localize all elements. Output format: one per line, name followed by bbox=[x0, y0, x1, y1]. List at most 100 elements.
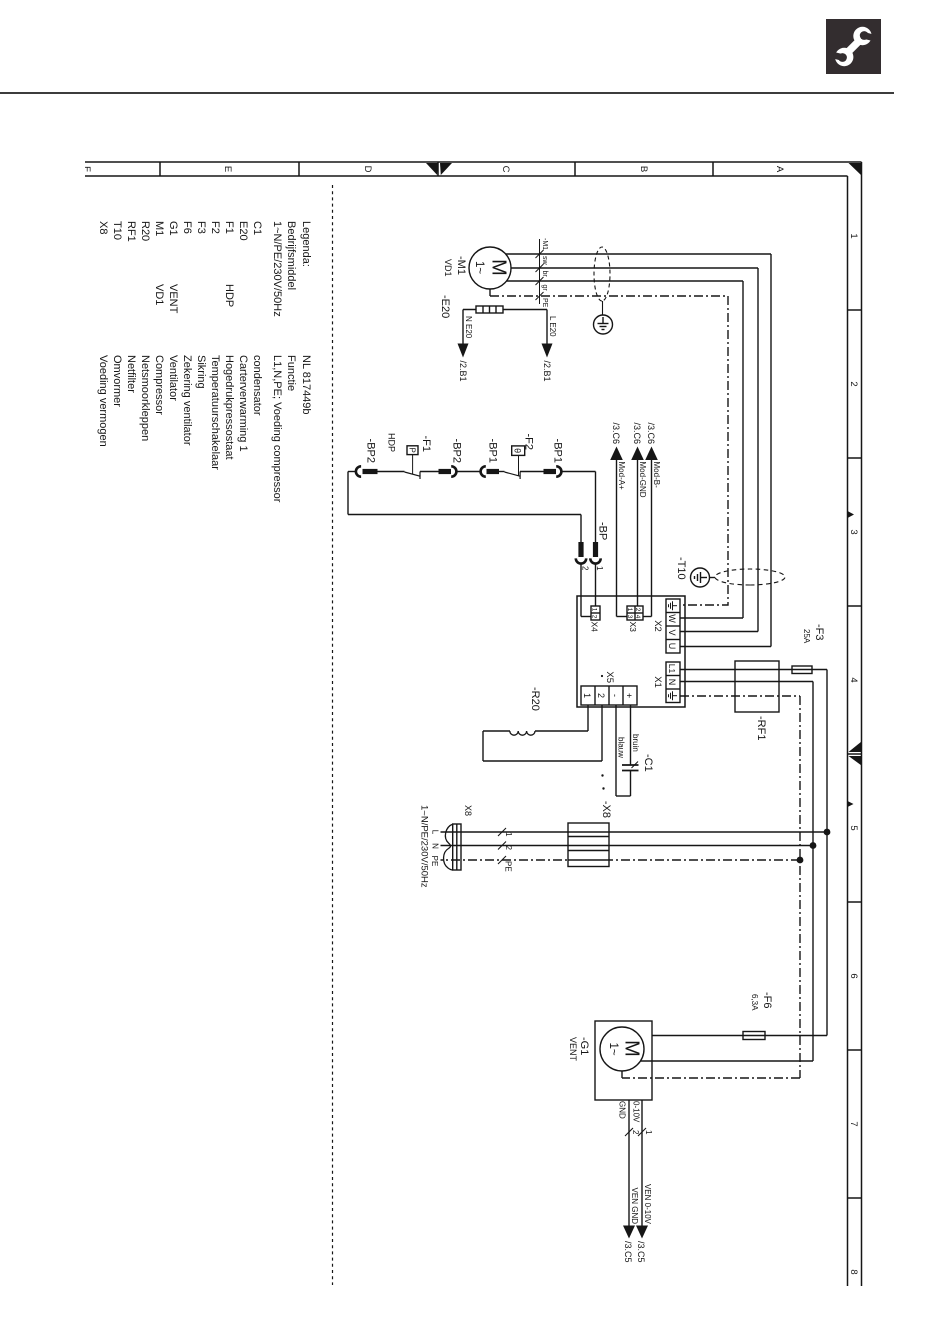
svg-text:N: N bbox=[431, 843, 440, 849]
svg-text:P: P bbox=[408, 448, 417, 453]
svg-text:0-10V: 0-10V bbox=[632, 1101, 641, 1123]
svg-text:PE: PE bbox=[430, 856, 439, 867]
svg-text:F1: F1 bbox=[223, 221, 235, 234]
svg-text:2: 2 bbox=[596, 693, 606, 698]
svg-text:B: B bbox=[638, 166, 649, 172]
svg-text:T10: T10 bbox=[111, 221, 123, 240]
svg-text:-F2: -F2 bbox=[523, 434, 535, 451]
svg-text:-RF1: -RF1 bbox=[755, 716, 767, 740]
svg-text:2: 2 bbox=[590, 615, 597, 619]
svg-text:2: 2 bbox=[631, 1130, 640, 1135]
svg-text:GND: GND bbox=[618, 1101, 627, 1119]
svg-text:L1,N,PE; Voeding compressor: L1,N,PE; Voeding compressor bbox=[271, 355, 283, 503]
svg-text:1: 1 bbox=[848, 233, 859, 238]
svg-text:sw: sw bbox=[541, 256, 548, 266]
svg-text:VD1: VD1 bbox=[443, 259, 453, 277]
svg-text:4: 4 bbox=[848, 677, 859, 682]
svg-text:HDP: HDP bbox=[387, 433, 397, 452]
svg-text:D: D bbox=[362, 166, 373, 173]
svg-text:F3: F3 bbox=[195, 221, 207, 234]
svg-text:M1: M1 bbox=[153, 221, 165, 236]
svg-text:M: M bbox=[621, 1040, 643, 1057]
svg-text:X5: X5 bbox=[604, 671, 615, 683]
svg-text:HDP: HDP bbox=[223, 284, 235, 307]
svg-text:/3.C6: /3.C6 bbox=[646, 422, 656, 444]
svg-text:Ventilator: Ventilator bbox=[167, 355, 179, 401]
svg-text:VENT: VENT bbox=[167, 284, 179, 314]
svg-text:+: + bbox=[624, 693, 634, 698]
svg-text:-X8: -X8 bbox=[600, 801, 612, 818]
svg-text:Carterverwarming 1: Carterverwarming 1 bbox=[237, 355, 249, 452]
svg-text:Temperatuurschakelaar: Temperatuurschakelaar bbox=[209, 355, 221, 470]
svg-text:5: 5 bbox=[848, 825, 859, 830]
svg-text:F2: F2 bbox=[209, 221, 221, 234]
svg-text:X3: X3 bbox=[628, 622, 638, 633]
svg-text:Voeding vermogen: Voeding vermogen bbox=[97, 355, 109, 447]
svg-text:1~N/PE/230V/50Hz: 1~N/PE/230V/50Hz bbox=[419, 805, 430, 888]
svg-text:8: 8 bbox=[848, 1269, 859, 1274]
svg-text:U: U bbox=[667, 643, 677, 650]
svg-text:VD1: VD1 bbox=[153, 284, 165, 305]
svg-text:25A: 25A bbox=[802, 629, 811, 644]
svg-text:gr: gr bbox=[541, 285, 548, 292]
svg-text:-: - bbox=[610, 694, 620, 697]
svg-text:θ: θ bbox=[513, 448, 523, 453]
svg-text:M: M bbox=[488, 259, 510, 276]
svg-text:3: 3 bbox=[848, 529, 859, 534]
svg-text:2: 2 bbox=[848, 381, 859, 386]
svg-text:G1: G1 bbox=[167, 221, 179, 236]
svg-text:/2.B1: /2.B1 bbox=[542, 361, 552, 382]
svg-text:-F6: -F6 bbox=[761, 992, 773, 1009]
svg-text:X8: X8 bbox=[97, 221, 109, 234]
svg-text:-BP1: -BP1 bbox=[487, 439, 499, 463]
svg-text:PE: PE bbox=[504, 861, 513, 872]
svg-text:/3.C5: /3.C5 bbox=[623, 1241, 633, 1263]
svg-text:-T10: -T10 bbox=[675, 557, 687, 580]
svg-text:W: W bbox=[667, 614, 677, 623]
svg-text:R20: R20 bbox=[139, 221, 151, 241]
svg-text:L1: L1 bbox=[667, 664, 677, 674]
svg-text:E: E bbox=[222, 166, 233, 172]
svg-text:/3.C6: /3.C6 bbox=[632, 422, 642, 444]
svg-text:-M1: -M1 bbox=[541, 238, 548, 250]
svg-text:Compressor: Compressor bbox=[153, 355, 165, 415]
svg-text:-BP2: -BP2 bbox=[451, 439, 463, 463]
svg-text:-BP: -BP bbox=[597, 522, 609, 540]
svg-text:Bedrijfsmiddel: Bedrijfsmiddel bbox=[285, 221, 297, 290]
svg-text:2: 2 bbox=[504, 846, 513, 851]
svg-text:condensator: condensator bbox=[251, 355, 263, 416]
svg-text:Hogedrukpressostaat: Hogedrukpressostaat bbox=[223, 355, 235, 460]
svg-text:1: 1 bbox=[590, 608, 597, 612]
svg-text:4: 4 bbox=[634, 615, 641, 619]
svg-text:X4: X4 bbox=[590, 622, 600, 633]
svg-text:2: 2 bbox=[581, 566, 590, 571]
svg-text:Omvormer: Omvormer bbox=[111, 355, 123, 407]
svg-text:VEN GND: VEN GND bbox=[630, 1188, 639, 1225]
svg-text:-M1: -M1 bbox=[455, 256, 467, 275]
svg-text:Mod-GND: Mod-GND bbox=[638, 462, 647, 498]
svg-text:/2.B1: /2.B1 bbox=[458, 361, 468, 382]
svg-text:6,3A: 6,3A bbox=[750, 994, 759, 1011]
svg-text:1~N/PE/230V/50Hz: 1~N/PE/230V/50Hz bbox=[271, 221, 283, 317]
svg-text:6: 6 bbox=[848, 973, 859, 978]
svg-text:-C1: -C1 bbox=[642, 754, 654, 772]
svg-text:1~: 1~ bbox=[607, 1042, 619, 1055]
svg-text:1~: 1~ bbox=[473, 261, 485, 274]
svg-text:N E20: N E20 bbox=[464, 316, 473, 339]
svg-text:Legenda:: Legenda: bbox=[300, 221, 312, 267]
svg-text:-F1: -F1 bbox=[420, 436, 432, 453]
svg-text:Mod-A+: Mod-A+ bbox=[617, 462, 626, 491]
svg-text:-E20: -E20 bbox=[439, 295, 451, 318]
svg-text:/3.C6: /3.C6 bbox=[611, 422, 621, 444]
svg-text:Sikring: Sikring bbox=[195, 355, 207, 389]
svg-text:RF1: RF1 bbox=[125, 221, 137, 242]
svg-text:7: 7 bbox=[848, 1121, 859, 1126]
svg-text:/3.C5: /3.C5 bbox=[636, 1241, 646, 1263]
svg-text:-R20: -R20 bbox=[529, 687, 541, 711]
svg-text:A: A bbox=[774, 166, 785, 173]
svg-text:-BP2: -BP2 bbox=[365, 439, 377, 463]
svg-text:Functie: Functie bbox=[285, 355, 297, 391]
svg-text:NL 817449b: NL 817449b bbox=[300, 355, 312, 415]
svg-text:L E20: L E20 bbox=[548, 316, 557, 337]
svg-text:N: N bbox=[667, 679, 677, 686]
